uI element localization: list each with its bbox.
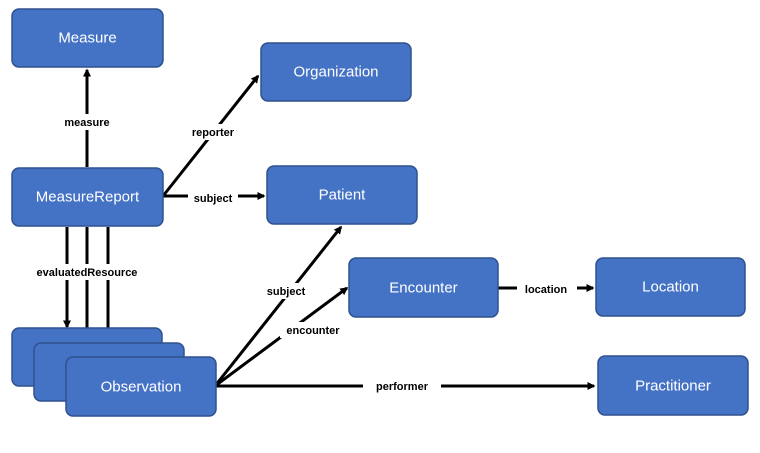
measure-node[interactable]: Measure [11, 8, 164, 68]
reporter-label: reporter [192, 127, 235, 139]
organization-node[interactable]: Organization [260, 42, 412, 102]
measure-report-node[interactable]: MeasureReport [11, 167, 164, 227]
measure-label: measure [64, 117, 109, 129]
practitioner-node[interactable]: Practitioner [597, 355, 749, 416]
encounter-node[interactable]: Encounter [348, 257, 499, 318]
location-label: location [525, 284, 567, 296]
location-node[interactable]: Location [595, 257, 746, 317]
subject-observation-arrow [213, 225, 343, 387]
evaluated-resource-label: evaluatedResource [37, 267, 138, 279]
edge-labels: measure reporter subject evaluatedResour… [30, 114, 577, 394]
encounter-label: encounter [286, 325, 340, 337]
measure-node-label: Measure [58, 30, 116, 47]
practitioner-node-label: Practitioner [635, 378, 711, 395]
location-node-label: Location [642, 279, 699, 296]
patient-node-label: Patient [319, 187, 367, 204]
measure-report-node-label: MeasureReport [36, 189, 140, 206]
encounter-node-label: Encounter [389, 280, 457, 297]
subject-report-label: subject [194, 193, 233, 205]
patient-node[interactable]: Patient [266, 165, 418, 225]
organization-node-label: Organization [293, 64, 378, 81]
observation-node[interactable]: Observation [65, 356, 217, 417]
observation-node-label: Observation [101, 379, 182, 396]
subject-observation-label: subject [267, 286, 306, 298]
performer-label: performer [376, 381, 429, 393]
edges [63, 68, 596, 390]
